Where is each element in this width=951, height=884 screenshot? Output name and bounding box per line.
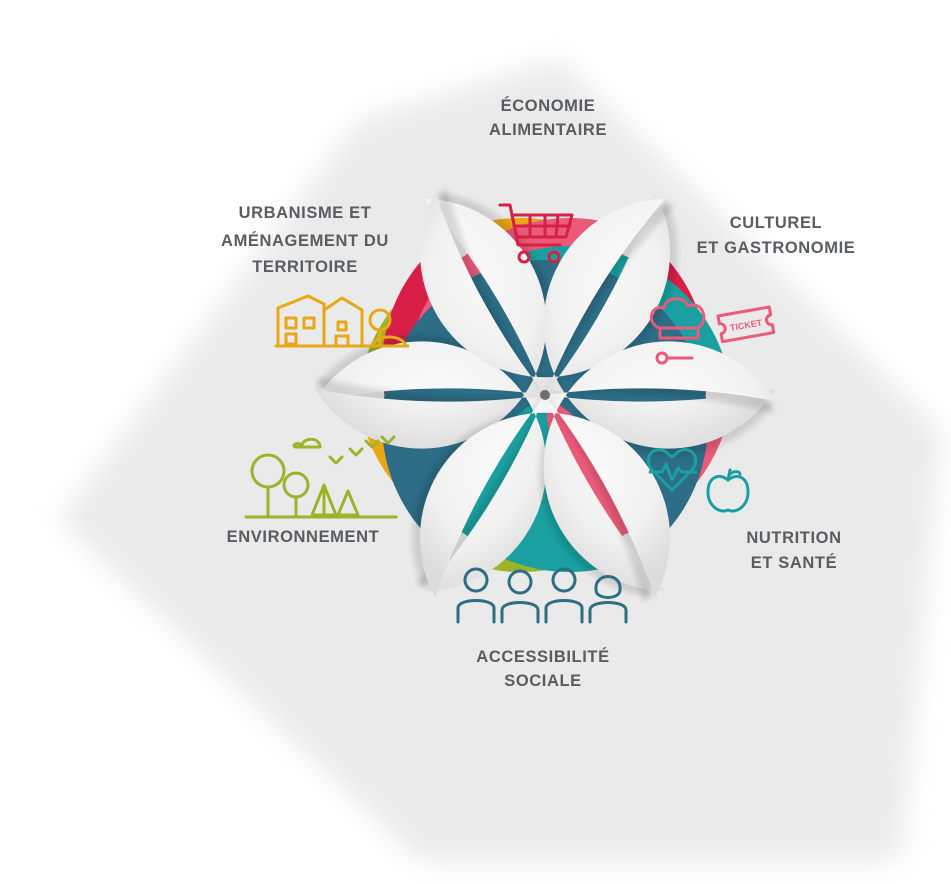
petal-accessibilite: ACCESSIBILITÉ SOCIALE: [456, 567, 628, 690]
petal-accessibilite-inner: [420, 395, 670, 598]
shopping-cart-icon: [498, 203, 574, 264]
petal-accessibilite-label-line-2: SOCIALE: [504, 672, 582, 690]
petal-culturel-label-line-2: ET GASTRONOMIE: [697, 239, 856, 257]
buildings-icon: [274, 294, 410, 348]
petal-nutrition: NUTRITION ET SANTÉ: [646, 448, 841, 572]
trees-birds-icon: [244, 435, 398, 519]
petal-nutrition-label-line-1: NUTRITION: [746, 529, 841, 547]
petal-economie-label-line-2: ALIMENTAIRE: [489, 121, 607, 139]
petal-urbanisme-label-line-1: URBANISME ET: [239, 204, 372, 222]
people-group-icon: [456, 567, 628, 624]
petal-urbanisme-inner: [314, 198, 547, 449]
petal-environnement-label: ENVIRONNEMENT: [227, 528, 380, 546]
petal-environnement: ENVIRONNEMENT: [227, 435, 398, 546]
petal-culturel-label-line-1: CULTUREL: [730, 214, 822, 232]
petal-accessibilite-label-line-1: ACCESSIBILITÉ: [476, 647, 609, 666]
petal-nutrition-inner: [543, 341, 776, 592]
flower-center: [540, 390, 550, 400]
heart-apple-icon: [646, 448, 750, 513]
petal-economie: ÉCONOMIE ALIMENTAIRE: [489, 96, 607, 264]
petal-urbanisme-label-line-2: AMÉNAGEMENT DU: [221, 231, 389, 250]
petal-environnement-inner: [314, 341, 547, 592]
petal-urbanisme: URBANISME ET AMÉNAGEMENT DU TERRITOIRE: [221, 204, 410, 348]
petal-urbanisme-label-line-3: TERRITOIRE: [252, 258, 358, 276]
petal-economie-inner: [420, 192, 671, 395]
petal-culturel-inner: [543, 198, 776, 449]
petal-economie-label-line-1: ÉCONOMIE: [501, 96, 596, 115]
petal-culturel: CULTUREL ET GASTRONOMIE TICKET: [649, 214, 856, 365]
petal-nutrition-label-line-2: ET SANTÉ: [751, 553, 837, 572]
petals-inner-layer: [314, 187, 776, 603]
